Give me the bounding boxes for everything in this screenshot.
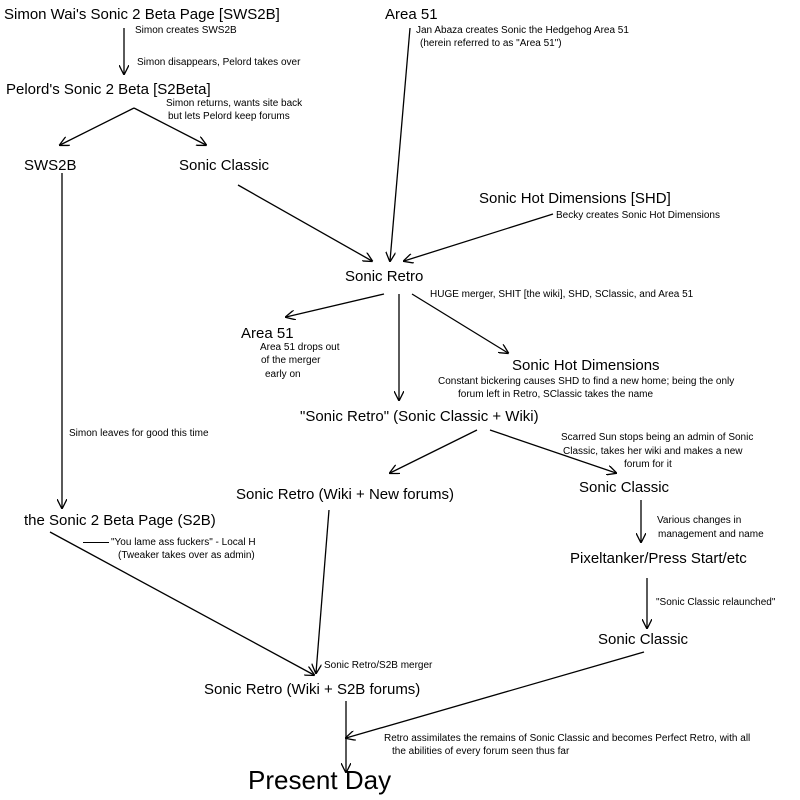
note-jan-abaza-2: (herein referred to as "Area 51") — [420, 38, 562, 49]
lame-leader-line — [83, 541, 109, 543]
node-s2b: the Sonic 2 Beta Page (S2B) — [24, 512, 216, 529]
arrow-area51-to-sonic-retro — [390, 27, 411, 261]
note-s2b-merger: Sonic Retro/S2B merger — [324, 660, 433, 671]
note-simon-disappears: Simon disappears, Pelord takes over — [137, 57, 301, 68]
note-scarred-sun-3: forum for it — [624, 459, 672, 470]
arrow-sonic-retro-to-area51 — [286, 293, 385, 317]
note-huge-merger: HUGE merger, SHIT [the wiki], SHD, SClas… — [430, 289, 694, 300]
note-lame-2: (Tweaker takes over as admin) — [118, 550, 255, 561]
arrow-s2b-to-merger — [49, 531, 314, 675]
note-area51-drops-3: early on — [265, 369, 301, 380]
note-bickering-1: Constant bickering causes SHD to find a … — [438, 376, 735, 387]
note-assimilates-1: Retro assimilates the remains of Sonic C… — [384, 733, 751, 744]
node-sonic-retro: Sonic Retro — [345, 268, 424, 285]
node-sws2b: SWS2B — [24, 157, 77, 174]
node-pixeltanker: Pixeltanker/Press Start/etc — [570, 550, 747, 567]
arrow-new-forums-to-merger — [316, 509, 330, 673]
note-scarred-sun-1: Scarred Sun stops being an admin of Soni… — [561, 432, 754, 443]
node-shd-mid: Sonic Hot Dimensions — [512, 357, 660, 374]
note-various-2: management and name — [658, 529, 764, 540]
arrow-sonic-classic-to-sonic-retro — [237, 184, 372, 261]
note-area51-drops-1: Area 51 drops out — [260, 342, 340, 353]
arrow-sonic-retro-to-shd — [411, 293, 508, 353]
arrow-retro-wiki-to-new-forums — [390, 429, 478, 473]
node-area51-top: Area 51 — [385, 6, 438, 23]
note-assimilates-2: the abilities of every forum seen thus f… — [392, 746, 570, 757]
node-sonic-classic-1: Sonic Classic — [179, 157, 270, 174]
note-simon-returns-1: Simon returns, wants site back — [166, 98, 303, 109]
note-lame-1-text: "You lame ass fuckers" - Local H — [111, 537, 256, 548]
node-sws2b-original: Simon Wai's Sonic 2 Beta Page [SWS2B] — [4, 6, 280, 23]
node-retro-classic-wiki: "Sonic Retro" (Sonic Classic + Wiki) — [300, 408, 539, 425]
node-shd-top: Sonic Hot Dimensions [SHD] — [479, 190, 671, 207]
node-present-day: Present Day — [248, 765, 392, 795]
note-simon-leaves: Simon leaves for good this time — [69, 428, 209, 439]
node-pelord: Pelord's Sonic 2 Beta [S2Beta] — [6, 81, 211, 98]
note-jan-abaza-1: Jan Abaza creates Sonic the Hedgehog Are… — [416, 25, 629, 36]
note-relaunched: "Sonic Classic relaunched" — [656, 597, 776, 608]
note-becky: Becky creates Sonic Hot Dimensions — [556, 210, 720, 221]
note-scarred-sun-2: Classic, takes her wiki and makes a new — [563, 446, 743, 457]
node-sonic-classic-3: Sonic Classic — [598, 631, 689, 648]
arrow-pelord-to-sonic-classic — [133, 107, 206, 145]
node-retro-wiki-s2b: Sonic Retro (Wiki + S2B forums) — [204, 681, 421, 698]
arrow-sonic-classic-to-merger — [346, 651, 645, 738]
arrow-shd-to-sonic-retro — [404, 213, 554, 261]
arrow-pelord-to-sws2b — [60, 107, 135, 145]
note-bickering-2: forum left in Retro, SClassic takes the … — [458, 389, 654, 400]
node-sonic-classic-2: Sonic Classic — [579, 479, 670, 496]
node-retro-wiki-new-forums: Sonic Retro (Wiki + New forums) — [236, 486, 454, 503]
arrow-retro-wiki-to-sonic-classic — [489, 429, 616, 473]
note-simon-creates: Simon creates SWS2B — [135, 25, 237, 36]
node-area51-mid: Area 51 — [241, 325, 294, 342]
note-area51-drops-2: of the merger — [261, 355, 321, 366]
note-simon-returns-2: but lets Pelord keep forums — [168, 111, 290, 122]
note-various-1: Various changes in — [657, 515, 742, 526]
note-lame-1: "You lame ass fuckers" - Local H — [83, 537, 256, 549]
